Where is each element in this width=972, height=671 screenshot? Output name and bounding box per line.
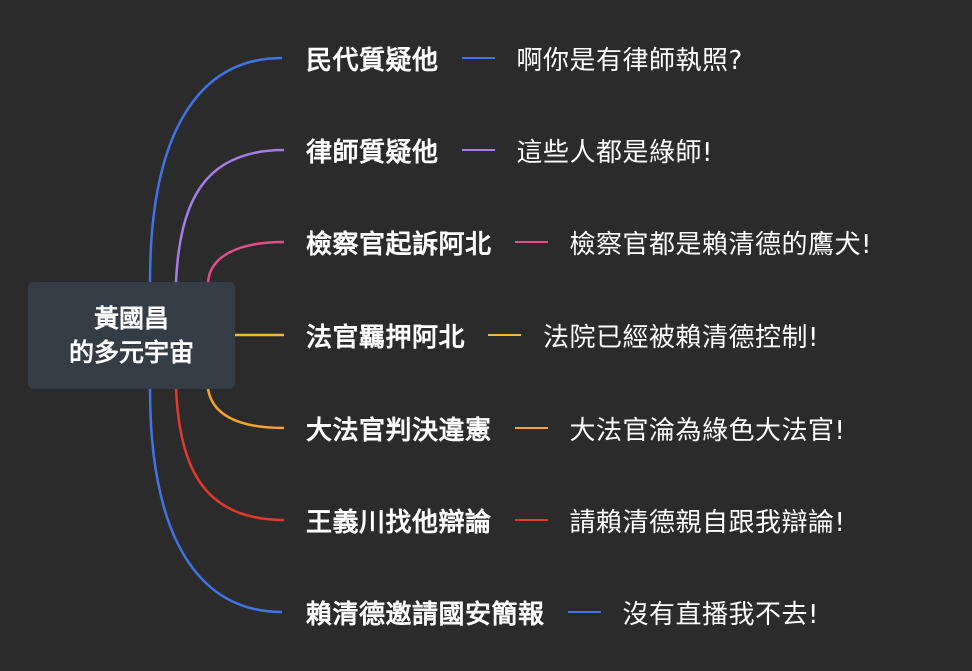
branch-1: 律師質疑他 這些人都是綠師! — [306, 130, 713, 170]
central-topic-line-2: 的多元宇宙 — [68, 337, 194, 367]
connector-line-6 — [148, 388, 283, 614]
branch-title: 賴清德邀請國安簡報 — [306, 599, 545, 630]
branch-2: 檢察官起訴阿北 檢察官都是賴清德的鷹犬! — [306, 222, 872, 262]
connector-line-2 — [206, 240, 285, 283]
branch-note: 啊你是有律師執照? — [516, 45, 743, 76]
branch-note: 大法官淪為綠色大法官! — [569, 415, 846, 446]
connector-line-5 — [174, 388, 285, 522]
branch-note: 請賴清德親自跟我辯論! — [569, 507, 846, 538]
branch-dash — [461, 57, 495, 59]
connector-line-4 — [206, 388, 285, 430]
branch-title: 律師質疑他 — [306, 137, 439, 168]
branch-dash — [461, 149, 495, 151]
branch-dash — [514, 427, 548, 429]
branch-dash — [567, 611, 601, 613]
connector-line-1 — [174, 148, 285, 283]
branch-note: 這些人都是綠師! — [516, 137, 713, 168]
central-topic: 黃國昌 的多元宇宙 — [28, 282, 235, 389]
branch-note: 檢察官都是賴清德的鷹犬! — [569, 229, 872, 260]
branch-title: 大法官判決違憲 — [306, 415, 492, 446]
branch-5: 王義川找他辯論 請賴清德親自跟我辯論! — [306, 500, 845, 540]
branch-dash — [514, 519, 548, 521]
branch-6: 賴清德邀請國安簡報 沒有直播我不去! — [306, 592, 819, 632]
branch-title: 法官羈押阿北 — [306, 322, 466, 353]
branch-note: 法院已經被賴清德控制! — [543, 322, 819, 353]
central-topic-line-1: 黃國昌 — [93, 303, 169, 333]
branch-0: 民代質疑他 啊你是有律師執照? — [306, 38, 743, 78]
branch-4: 大法官判決違憲 大法官淪為綠色大法官! — [306, 408, 845, 448]
branch-title: 王義川找他辯論 — [306, 507, 492, 538]
connector-line-0 — [148, 56, 283, 283]
branch-note: 沒有直播我不去! — [622, 599, 819, 630]
branch-dash — [488, 334, 522, 336]
branch-title: 民代質疑他 — [306, 45, 439, 76]
branch-title: 檢察官起訴阿北 — [306, 229, 492, 260]
branch-3: 法官羈押阿北 法院已經被賴清德控制! — [306, 315, 819, 355]
branch-dash — [514, 241, 548, 243]
